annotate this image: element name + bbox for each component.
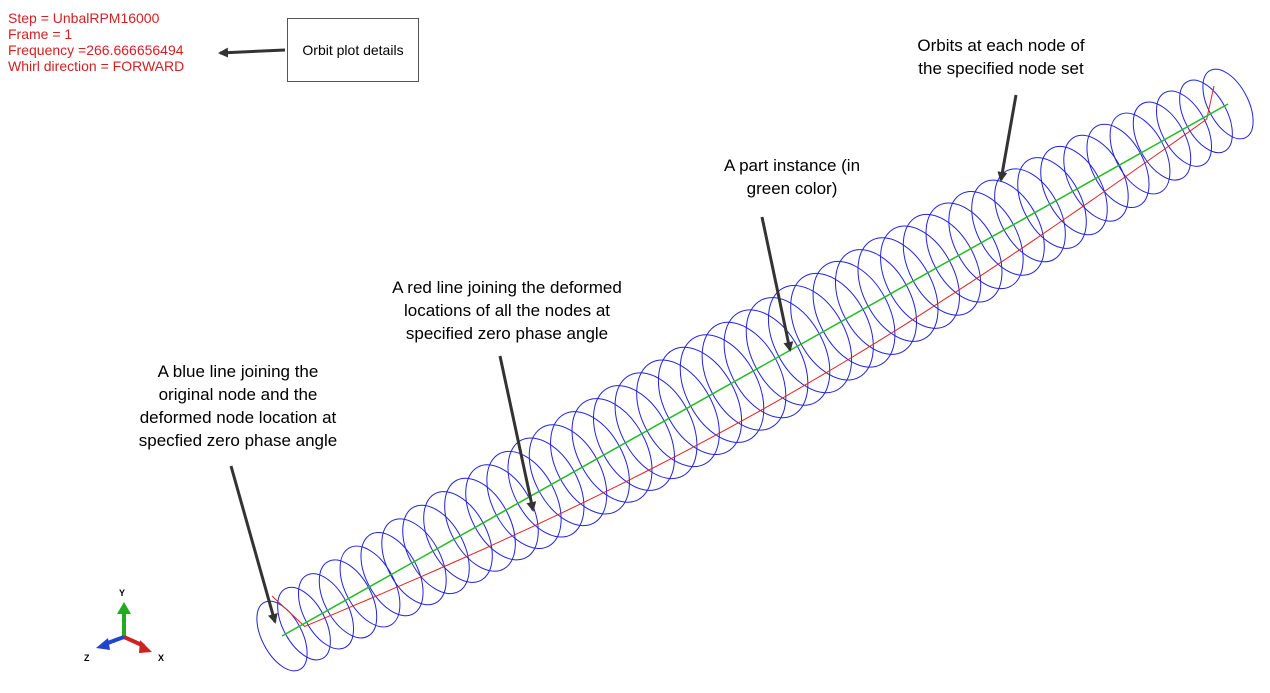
legend-frequency: Frequency =266.666656494 xyxy=(8,42,184,58)
legend-whirl-direction: Whirl direction = FORWARD xyxy=(8,58,185,74)
orbit-28 xyxy=(835,249,917,355)
annotation-red-line-line-1: A red line joining the deformed xyxy=(392,278,622,297)
orbit-29 xyxy=(857,237,939,342)
orbit-16 xyxy=(571,398,653,503)
orbit-17 xyxy=(593,385,675,491)
annotation-part-instance-line-2: green color) xyxy=(746,179,838,198)
part-instance-line xyxy=(281,103,1229,637)
annotation-orbits-line-2: the specified node set xyxy=(918,59,1084,78)
annotation-orbits-line-1: Orbits at each node of xyxy=(917,36,1085,55)
triad-y-arrowhead xyxy=(117,602,131,614)
orbit-plot-legend: Step = UnbalRPM16000 Frame = 1 Frequency… xyxy=(8,10,184,74)
annotation-orbits: Orbits at each node of the specified nod… xyxy=(893,34,1109,80)
orbit-20 xyxy=(657,346,743,456)
annotation-blue-line-line-4: specfied zero phase angle xyxy=(138,431,338,450)
annotation-blue-line-line-2: original node and the xyxy=(158,385,318,404)
triad-x-arrowhead xyxy=(139,640,152,653)
orbit-18 xyxy=(614,372,698,480)
orbit-plot-details-callout: Orbit plot details xyxy=(287,18,419,82)
annotation-red-line: A red line joining the deformed location… xyxy=(362,276,652,345)
orbit-27 xyxy=(812,260,896,368)
annotation-blue-line: A blue line joining the original node an… xyxy=(116,360,360,452)
orbit-19 xyxy=(636,359,720,468)
callout-label: Orbit plot details xyxy=(302,42,404,58)
triad-y-label: Y xyxy=(119,588,126,598)
orbit-15 xyxy=(550,411,630,515)
arrow-blue-line xyxy=(229,465,278,624)
orbit-26 xyxy=(790,272,874,381)
orbit-22 xyxy=(701,321,787,431)
axis-triad xyxy=(96,602,152,653)
triad-z-arrowhead xyxy=(96,638,110,650)
deformed-location-line xyxy=(271,85,1215,627)
arrow-part-instance xyxy=(760,216,794,352)
arrow-red-line xyxy=(498,355,537,512)
orbit-25 xyxy=(767,284,853,394)
annotation-part-instance-line-1: A part instance (in xyxy=(723,156,861,175)
orbit-23 xyxy=(723,309,809,419)
legend-step: Step = UnbalRPM16000 xyxy=(8,10,160,26)
arrow-orbits xyxy=(997,94,1018,182)
triad-x-label: X xyxy=(158,653,165,663)
orbit-24 xyxy=(745,297,831,406)
annotation-blue-line-line-3: deformed node location at xyxy=(139,408,337,427)
legend-frame: Frame = 1 xyxy=(8,26,73,42)
orbit-30 xyxy=(880,225,960,329)
orbit-21 xyxy=(679,334,765,443)
annotation-blue-line-line-1: A blue line joining the xyxy=(157,362,319,381)
triad-z-label: Z xyxy=(84,653,90,663)
annotation-part-instance: A part instance (in green color) xyxy=(700,154,884,200)
annotation-red-line-line-2: locations of all the nodes at xyxy=(403,301,611,320)
annotation-red-line-line-3: specified zero phase angle xyxy=(405,324,609,343)
arrow-orbit-details xyxy=(218,47,286,58)
